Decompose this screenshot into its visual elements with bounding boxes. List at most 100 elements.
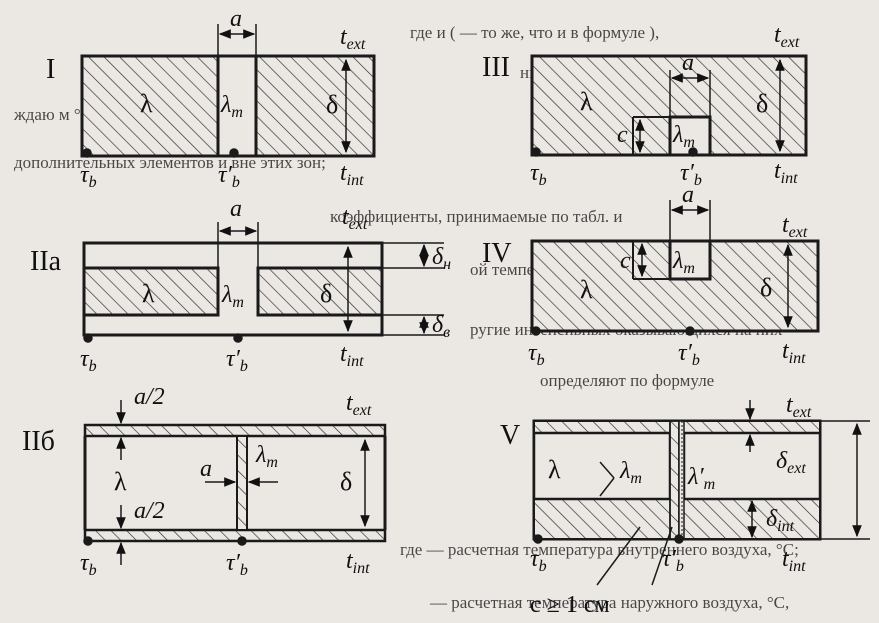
tau-b2-label: τ′b	[226, 346, 248, 375]
t-int-label: tint	[774, 158, 798, 187]
t-ext-label: text	[786, 392, 812, 421]
bleed-line: где и ( — то же, что и в формуле ),	[410, 23, 659, 42]
tau-b2-point	[233, 333, 243, 343]
tau-b2-label: τ′b	[678, 340, 700, 369]
lambda-label: λ	[140, 89, 153, 118]
panel-number: IIa	[30, 246, 62, 277]
bleed-line: — расчетная температура наружного воздух…	[429, 593, 789, 612]
lambda-m-label: λm	[619, 458, 642, 487]
core-left	[82, 266, 220, 317]
panel-number: IIб	[22, 426, 55, 457]
delta-n-label: δн	[432, 244, 451, 273]
lambda-m-label: λm	[672, 122, 695, 151]
panel-iib-labels: IIб a/2 a/2 λ a λm δ text tint τb τ′b	[22, 384, 372, 579]
panel-iii-labels: III λ λm a c δ text tint τb τ′b	[482, 22, 800, 189]
delta-v-label: δв	[432, 312, 450, 341]
lambda-label: λ	[548, 455, 561, 484]
panel-number: I	[46, 54, 55, 85]
bleed-line: коэффициенты, принимаемые по табл. и	[330, 207, 622, 226]
panel-iib	[83, 400, 387, 565]
tau-b-label: τb	[528, 340, 545, 369]
delta-label: δ	[326, 90, 338, 119]
tau-b-point	[83, 333, 93, 343]
lambda-label: λ	[142, 279, 155, 308]
t-ext-label: text	[342, 204, 368, 233]
bleed-line: определяют по формуле	[540, 371, 714, 390]
delta-ext-label: δext	[776, 448, 806, 477]
lambda-m-label: λm	[220, 92, 243, 121]
lambda-label: λ	[580, 87, 593, 116]
t-ext-label: text	[346, 390, 372, 419]
a-label: a	[230, 6, 242, 32]
t-ext-label: text	[774, 22, 800, 51]
lambda-m-label: λm	[255, 442, 278, 471]
tau-b-label: τb	[80, 346, 97, 375]
panel-iia	[82, 222, 444, 343]
panel-iv	[530, 200, 820, 336]
caption-c-min: c ≥ 1 см	[530, 592, 610, 618]
inclusion-m2	[678, 420, 685, 540]
panel-number: III	[482, 52, 510, 83]
panel-v-labels: V λ λm λ′m δext δint text tint τb τ′b c …	[500, 392, 812, 618]
tau-b-point	[533, 534, 543, 544]
skin-bottom	[83, 528, 387, 543]
tau-b2-point	[237, 536, 247, 546]
lambda-m-label: λm	[221, 282, 244, 311]
wall-right	[254, 54, 376, 158]
t-int-label: tint	[340, 160, 364, 189]
a-label: a	[682, 182, 694, 208]
t-int-label: tint	[782, 338, 806, 367]
lambda-m2-label: λ′m	[687, 464, 715, 493]
a-half-top-label: a/2	[134, 384, 165, 410]
a-half-bottom-label: a/2	[134, 498, 165, 524]
panel-i	[80, 24, 376, 158]
lambda-m-label: λm	[672, 248, 695, 277]
a-label: a	[230, 196, 242, 222]
panel-i-labels: I λ λm a δ text tint τb τ′b	[46, 6, 366, 191]
panel-v	[532, 400, 870, 586]
c-label: c	[620, 248, 631, 274]
c-label: c	[617, 122, 628, 148]
panel-iii	[530, 54, 808, 157]
t-ext-label: text	[340, 24, 366, 53]
lambda-label: λ	[114, 467, 127, 496]
t-ext-label: text	[782, 212, 808, 241]
wall	[530, 239, 820, 333]
panel-iv-labels: IV λ λm a c δ text tint τb τ′b	[482, 182, 808, 369]
tau-b-point	[83, 536, 93, 546]
delta-label: δ	[760, 273, 772, 302]
t-int-label: tint	[340, 341, 364, 370]
a-label: a	[200, 456, 212, 482]
inclusion-m	[669, 420, 680, 540]
lambda-label: λ	[580, 275, 593, 304]
delta-int-label: δint	[766, 506, 795, 535]
tau-b2-label: τ′b	[680, 160, 702, 189]
delta-label: δ	[340, 467, 352, 496]
c-leader-1	[596, 526, 641, 586]
lambda-m-pointer	[599, 461, 615, 479]
tau-b-label: τb	[530, 160, 547, 189]
delta-label: δ	[756, 89, 768, 118]
skin-top	[83, 423, 387, 438]
tau-b-label: τb	[80, 162, 97, 191]
lambda-m-pointer2	[599, 477, 615, 497]
c-leader-2	[651, 526, 673, 586]
panel-number: IV	[482, 238, 512, 269]
a-label: a	[682, 50, 694, 76]
tau-b-point	[82, 148, 92, 158]
tau-b-point	[531, 147, 541, 157]
tau-b2-point	[674, 534, 684, 544]
tau-b2-point	[685, 326, 695, 336]
tau-b-label: τb	[80, 550, 97, 579]
panel-number: V	[500, 420, 520, 451]
delta-label: δ	[320, 279, 332, 308]
inclusion	[236, 435, 248, 531]
tau-b-label: τb	[530, 546, 547, 575]
inclusion	[668, 239, 712, 281]
t-int-label: tint	[346, 548, 370, 577]
tau-b2-label: τ′b	[218, 162, 240, 191]
core-right	[256, 266, 384, 317]
tau-b2-point	[688, 147, 698, 157]
bleed-line: где — расчетная температура внутреннего …	[400, 540, 799, 559]
